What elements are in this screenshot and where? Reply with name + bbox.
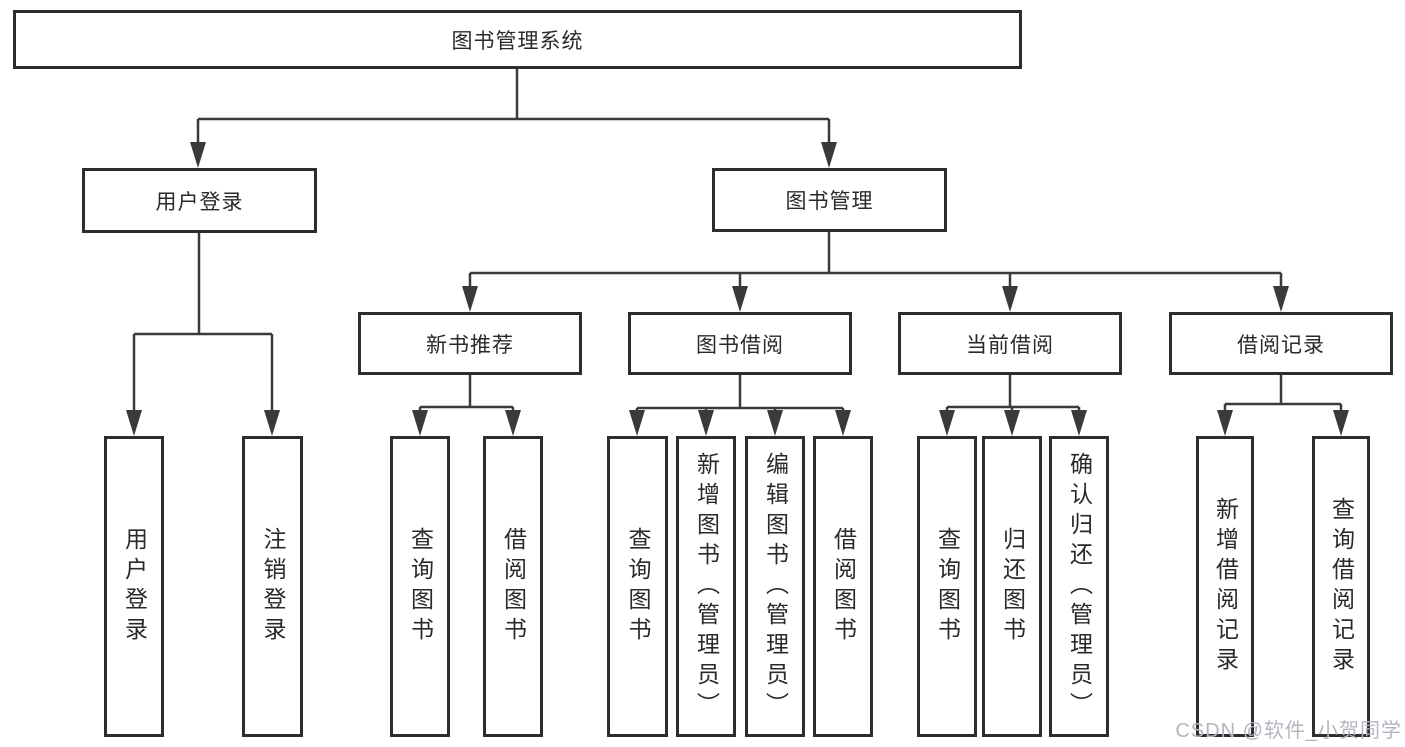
watermark: CSDN @软件_小贺同学 bbox=[1175, 720, 1402, 742]
node-borrow-books-recommend-label: 借阅图书 bbox=[500, 526, 527, 647]
node-current-borrow: 当前借阅 bbox=[898, 312, 1122, 375]
node-book-management: 图书管理 bbox=[712, 168, 947, 232]
node-book-borrow: 图书借阅 bbox=[628, 312, 852, 375]
node-borrow-books-recommend: 借阅图书 bbox=[483, 436, 543, 737]
node-user-login: 用户登录 bbox=[82, 168, 317, 233]
node-book-borrow-label: 图书借阅 bbox=[696, 333, 784, 357]
node-borrow-records-label: 借阅记录 bbox=[1237, 333, 1325, 357]
node-book-management-label: 图书管理 bbox=[785, 190, 874, 213]
node-new-book-recommend-label: 新书推荐 bbox=[426, 333, 514, 357]
node-logout-leaf: 注销登录 bbox=[242, 436, 303, 737]
node-borrow-books-borrow-label: 借阅图书 bbox=[830, 526, 857, 647]
node-return-books: 归还图书 bbox=[982, 436, 1042, 737]
node-user-login-leaf-label: 用户登录 bbox=[121, 526, 148, 647]
node-current-borrow-label: 当前借阅 bbox=[966, 333, 1054, 357]
node-add-book-admin-label: 新增图书（管理员） bbox=[693, 451, 720, 722]
node-user-login-label: 用户登录 bbox=[155, 190, 244, 214]
node-return-books-label: 归还图书 bbox=[999, 526, 1026, 647]
node-query-books-borrow-label: 查询图书 bbox=[625, 526, 651, 647]
node-query-borrow-record-label: 查询借阅记录 bbox=[1328, 496, 1355, 677]
node-add-borrow-record-label: 新增借阅记录 bbox=[1212, 496, 1239, 677]
node-library-system: 图书管理系统 bbox=[13, 10, 1022, 69]
node-library-system-label: 图书管理系统 bbox=[451, 29, 584, 53]
connector-arrowheads bbox=[126, 142, 1349, 436]
node-borrow-books-borrow: 借阅图书 bbox=[813, 436, 873, 737]
node-query-books-current-label: 查询图书 bbox=[934, 526, 961, 647]
node-add-borrow-record: 新增借阅记录 bbox=[1196, 436, 1254, 737]
node-user-login-leaf: 用户登录 bbox=[104, 436, 164, 737]
node-new-book-recommend: 新书推荐 bbox=[358, 312, 582, 375]
node-borrow-records: 借阅记录 bbox=[1169, 312, 1393, 375]
node-query-books-recommend: 查询图书 bbox=[390, 436, 450, 737]
node-edit-book-admin: 编辑图书（管理员） bbox=[745, 436, 805, 737]
node-query-books-borrow: 查询图书 bbox=[607, 436, 668, 737]
node-logout-leaf-label: 注销登录 bbox=[260, 526, 286, 647]
node-edit-book-admin-label: 编辑图书（管理员） bbox=[762, 451, 789, 722]
node-query-books-current: 查询图书 bbox=[917, 436, 977, 737]
node-query-borrow-record: 查询借阅记录 bbox=[1312, 436, 1370, 737]
node-add-book-admin: 新增图书（管理员） bbox=[676, 436, 736, 737]
connector-wires bbox=[134, 69, 1341, 410]
node-confirm-return-admin-label: 确认归还（管理员） bbox=[1066, 451, 1093, 722]
node-confirm-return-admin: 确认归还（管理员） bbox=[1049, 436, 1109, 737]
node-query-books-recommend-label: 查询图书 bbox=[407, 526, 434, 647]
